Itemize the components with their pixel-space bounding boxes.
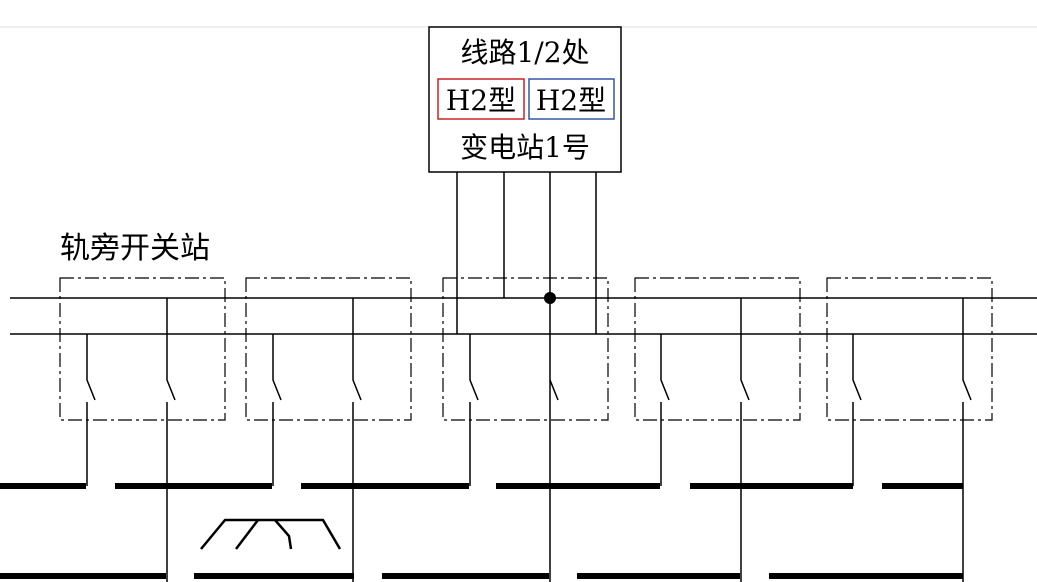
switch-left [852, 334, 862, 486]
switch-right [740, 298, 750, 582]
switch-station-2 [245, 277, 412, 582]
substation-connections [456, 172, 597, 582]
substation-name: 变电站1号 [460, 131, 590, 164]
switch-station-1 [59, 277, 226, 582]
switch-station-5 [826, 277, 993, 582]
switch-left [272, 334, 282, 486]
substation-frame [428, 26, 622, 173]
train-icon [200, 518, 342, 550]
station-frame [245, 277, 412, 421]
substation-location: 线路1/2处 [460, 36, 589, 69]
switch-station-4 [634, 277, 801, 582]
switch-left [469, 334, 479, 486]
switch-station-3 [442, 277, 609, 486]
station-frame [59, 277, 226, 421]
station-frame [634, 277, 801, 421]
junction-node [544, 292, 556, 304]
type-b-label: H2型 [536, 84, 606, 117]
switch-left [86, 334, 96, 486]
station-frame [826, 277, 993, 421]
switch-left [660, 334, 670, 486]
switch-right [549, 379, 559, 401]
substation-box: 线路1/2处 H2型 H2型 变电站1号 [428, 26, 622, 173]
switch-station-label: 轨旁开关站 [60, 231, 210, 266]
station-frame [442, 277, 609, 421]
switch-right [962, 298, 972, 582]
type-a-label: H2型 [446, 84, 516, 117]
type-a-frame [437, 78, 525, 120]
switch-right [352, 298, 362, 582]
switch-stations [59, 277, 993, 582]
type-b-frame [528, 78, 615, 120]
switch-right [166, 298, 176, 582]
